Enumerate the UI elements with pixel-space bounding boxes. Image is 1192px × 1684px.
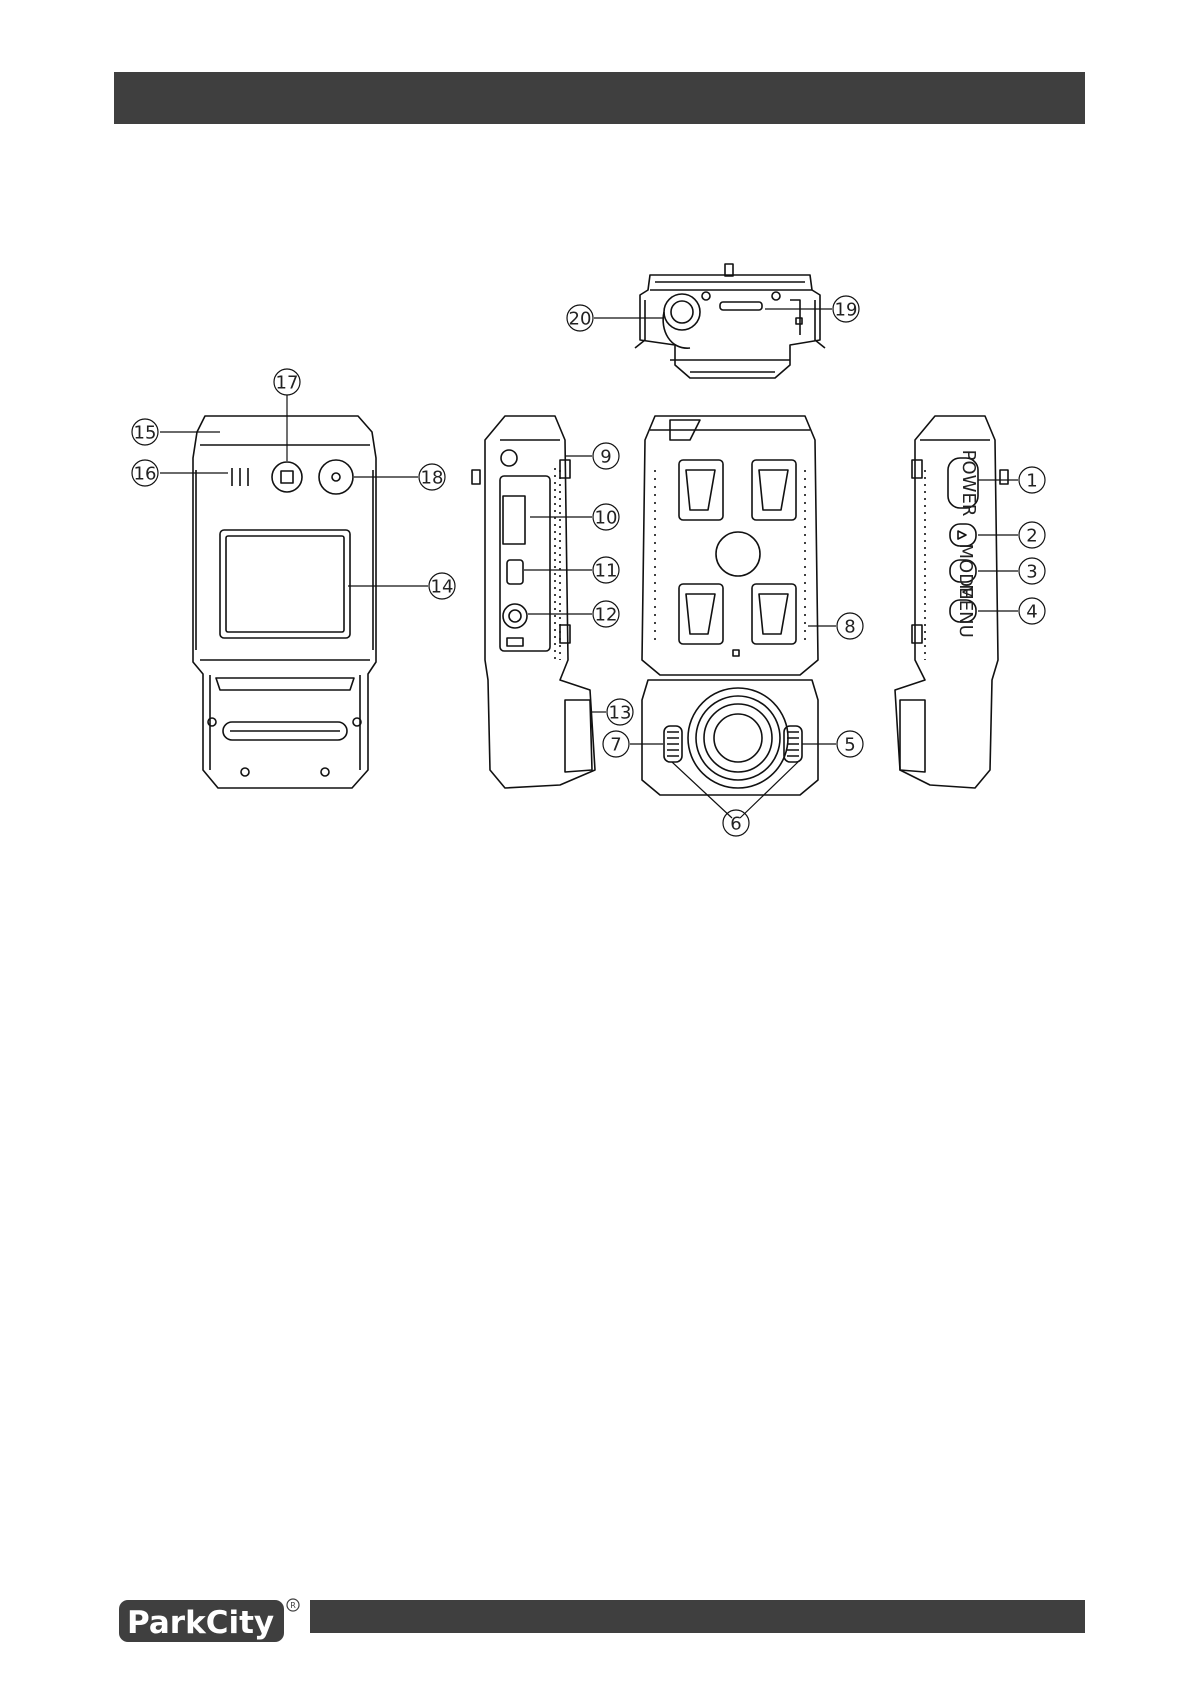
menu-button-label: MENU [955,584,976,638]
callout-2: 2 [1026,526,1037,547]
right-side-view [894,415,1009,789]
callout-5: 5 [844,735,855,756]
logo-text: ParkCity [127,1605,274,1641]
callout-15: 15 [134,423,157,444]
parkcity-logo: ParkCity R [117,1596,302,1642]
callout-17: 17 [276,373,299,394]
callout-13: 13 [609,703,632,724]
callout-14: 14 [431,577,454,598]
callout-10: 10 [595,508,618,529]
callout-1: 1 [1026,471,1037,492]
leader-lines [160,308,1018,819]
front-view [192,415,377,789]
callout-3: 3 [1026,562,1037,583]
callout-4: 4 [1026,602,1037,623]
callout-6: 6 [730,814,741,835]
logo-badge: ParkCity R [119,1598,300,1642]
power-button-label: POWER [958,450,979,517]
callout-19: 19 [835,300,858,321]
registered-mark: R [290,1601,296,1610]
callout-12: 12 [595,605,618,626]
back-view [641,415,819,796]
callout-circles [131,295,1046,837]
callout-8: 8 [844,617,855,638]
header-bar [114,72,1085,124]
top-view [634,263,826,379]
callout-9: 9 [600,447,611,468]
callout-11: 11 [595,561,618,582]
callout-18: 18 [421,468,444,489]
callout-20: 20 [569,309,592,330]
footer-bar [310,1600,1085,1633]
left-side-view [471,415,596,789]
mode-button-label: MODE [955,544,976,599]
callout-16: 16 [134,464,157,485]
callout-7: 7 [610,735,621,756]
